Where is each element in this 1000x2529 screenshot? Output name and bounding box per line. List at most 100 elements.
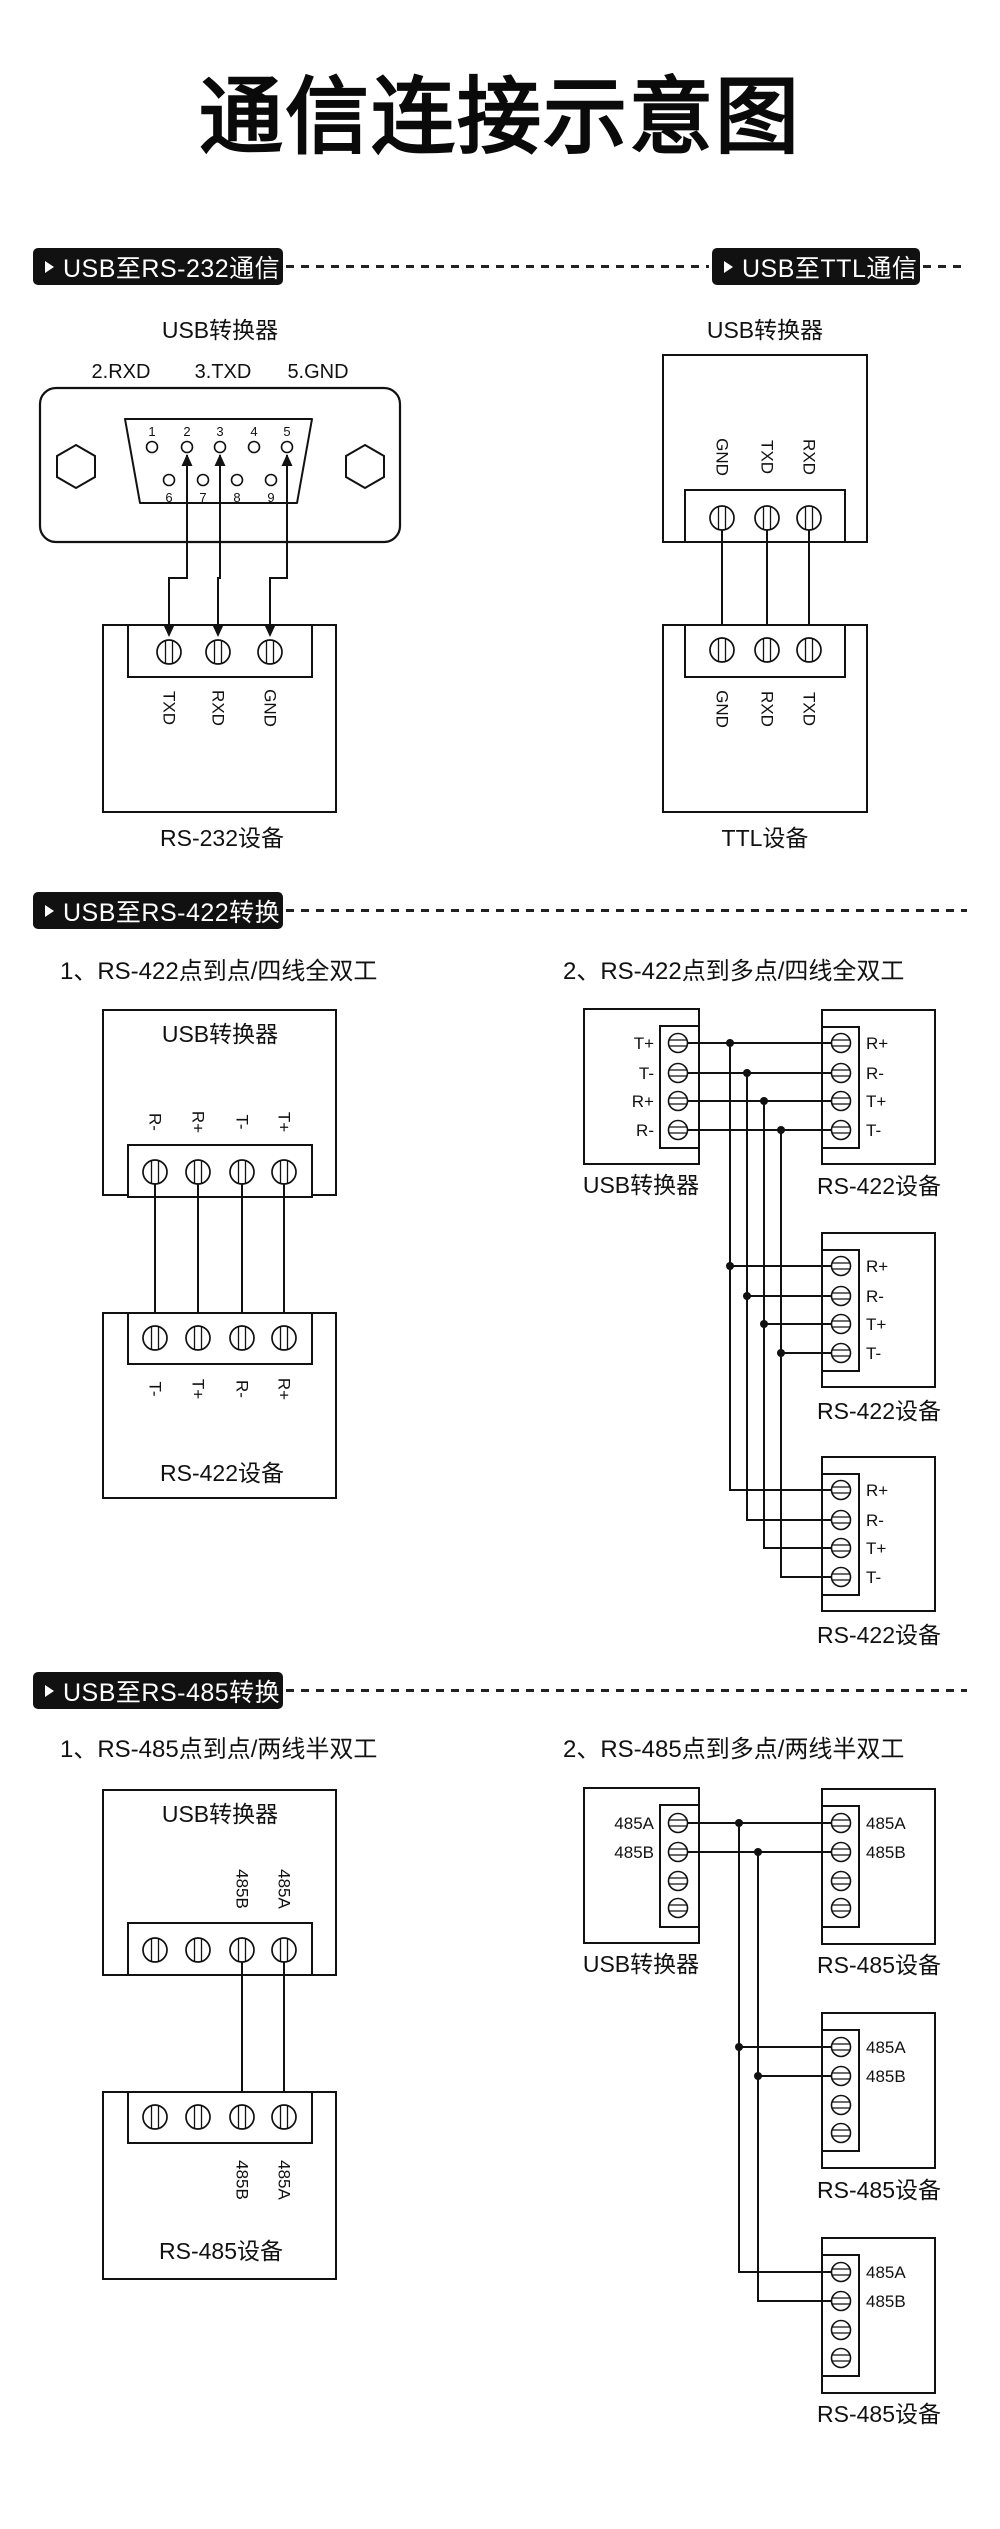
bus-wires [686, 1042, 833, 1578]
svg-text:T-: T- [233, 1114, 252, 1129]
dashed-line [286, 909, 967, 912]
svg-text:T+: T+ [189, 1379, 208, 1399]
screw-hole-hexagon [56, 443, 96, 490]
svg-text:GND: GND [261, 689, 280, 727]
svg-text:T+: T+ [866, 1539, 886, 1558]
svg-text:T+: T+ [866, 1315, 886, 1334]
terminal-labels: 485B 485A [233, 1869, 294, 1909]
page-title: 通信连接示意图 [198, 70, 801, 164]
right-triangle-icon [45, 260, 54, 273]
svg-text:GND: GND [713, 690, 732, 728]
svg-text:485A: 485A [275, 2160, 294, 2200]
subsection-title: 1、RS-422点到点/四线全双工 [60, 958, 377, 985]
rs422-mp-diagram: 2、RS-422点到多点/四线全双工 [563, 958, 941, 1648]
ttl-device-box [662, 624, 868, 813]
svg-text:3: 3 [216, 424, 223, 439]
svg-text:T-: T- [146, 1381, 165, 1396]
converter-caption: USB转换器 [583, 1172, 699, 1198]
svg-text:R+: R+ [189, 1111, 208, 1133]
section-header-label: USB至RS-485转换 [63, 1678, 281, 1707]
converter-caption: USB转换器 [162, 1801, 278, 1827]
svg-text:R-: R- [866, 1287, 884, 1306]
svg-text:RXD: RXD [800, 439, 819, 475]
svg-text:T-: T- [866, 1568, 881, 1587]
pin-map-label: 3.TXD [195, 361, 252, 383]
screw-terminals [156, 639, 283, 665]
device-caption: RS-485设备 [817, 2401, 941, 2427]
svg-text:9: 9 [267, 490, 274, 505]
screw-hole-hexagon [345, 443, 385, 490]
svg-text:R+: R+ [866, 1481, 888, 1500]
subsection-title: 1、RS-485点到点/两线半双工 [60, 1736, 377, 1763]
svg-text:8: 8 [233, 490, 240, 505]
db9-pin-field [124, 418, 313, 504]
svg-text:T+: T+ [866, 1092, 886, 1111]
svg-text:TXD: TXD [758, 440, 777, 474]
terminal-labels: 485A 485B 485A 485B 485A 485B 485A 485B [614, 1814, 906, 2311]
terminal-labels: T+ T- R+ R- R+ R- T+ T- R+ R- T+ T- R+ R… [632, 1034, 888, 1587]
svg-text:R-: R- [866, 1511, 884, 1530]
converter-caption: USB转换器 [707, 317, 823, 343]
svg-text:485A: 485A [275, 1869, 294, 1909]
rs422-ptp-diagram: 1、RS-422点到点/四线全双工 USB转换器 R- R+ T- T+ [60, 958, 377, 1499]
dashed-line [286, 1689, 967, 1692]
svg-text:5: 5 [283, 424, 290, 439]
converter-caption: USB转换器 [162, 317, 278, 343]
svg-text:7: 7 [199, 490, 206, 505]
svg-text:T-: T- [639, 1064, 654, 1083]
converter-caption: USB转换器 [583, 1951, 699, 1977]
screw-terminals [709, 505, 822, 663]
svg-text:485B: 485B [233, 1869, 252, 1909]
svg-text:R+: R+ [866, 1034, 888, 1053]
svg-text:485B: 485B [866, 2067, 906, 2086]
svg-text:T-: T- [866, 1121, 881, 1140]
svg-text:485A: 485A [866, 2038, 906, 2057]
junction-dots [735, 1819, 762, 2080]
device-caption: TTL设备 [722, 825, 809, 851]
device-box [102, 1312, 337, 1499]
rs232-diagram: USB转换器 2.RXD 3.TXD 5.GND 1 2 3 [38, 317, 402, 851]
section-header-rs232: USB至RS-232通信 [33, 248, 283, 285]
device-caption: RS-485设备 [817, 2177, 941, 2203]
svg-text:R-: R- [866, 1064, 884, 1083]
svg-text:TXD: TXD [160, 691, 179, 725]
rs485-ptp-diagram: 1、RS-485点到点/两线半双工 USB转换器 485B 485A 485B … [60, 1736, 377, 2280]
svg-text:1: 1 [148, 424, 155, 439]
rs232-wires [168, 455, 288, 625]
section-header-label: USB至RS-232通信 [63, 254, 281, 283]
device-caption: RS-422设备 [817, 1622, 941, 1648]
svg-text:T+: T+ [275, 1112, 294, 1132]
terminal-labels: GND TXD RXD GND RXD TXD [713, 438, 819, 728]
svg-text:485A: 485A [614, 1814, 654, 1833]
svg-text:R+: R+ [866, 1257, 888, 1276]
right-triangle-icon [45, 1684, 54, 1697]
terminal-labels: T- T+ R- R+ [146, 1378, 294, 1400]
dashed-line [286, 265, 709, 268]
svg-text:RXD: RXD [758, 691, 777, 727]
ttl-diagram: USB转换器 GND TXD RXD GND RXD TXD [662, 317, 868, 851]
section-header-rs422: USB至RS-422转换 [33, 892, 283, 929]
device-box [102, 2091, 337, 2280]
device-caption: RS-485设备 [159, 2238, 283, 2264]
svg-text:485B: 485B [233, 2160, 252, 2200]
device-caption: RS-232设备 [160, 825, 284, 851]
db9-pins-top [145, 440, 294, 454]
svg-text:R+: R+ [632, 1092, 654, 1111]
section-header-label: USB至TTL通信 [742, 254, 918, 283]
svg-text:485A: 485A [866, 1814, 906, 1833]
device-caption: RS-422设备 [160, 1460, 284, 1486]
svg-text:4: 4 [250, 424, 257, 439]
svg-text:GND: GND [713, 438, 732, 476]
terminal-labels: TXD RXD GND [160, 689, 280, 727]
svg-text:T-: T- [866, 1344, 881, 1363]
device-caption: RS-422设备 [817, 1173, 941, 1199]
db9-pin-numbers: 1 2 3 4 5 6 7 8 9 [148, 424, 290, 505]
svg-text:6: 6 [165, 490, 172, 505]
converter-caption: USB转换器 [162, 1021, 278, 1047]
pin-map-label: 2.RXD [92, 361, 151, 383]
svg-text:R-: R- [233, 1380, 252, 1398]
svg-text:2: 2 [183, 424, 190, 439]
right-triangle-icon [724, 260, 733, 273]
